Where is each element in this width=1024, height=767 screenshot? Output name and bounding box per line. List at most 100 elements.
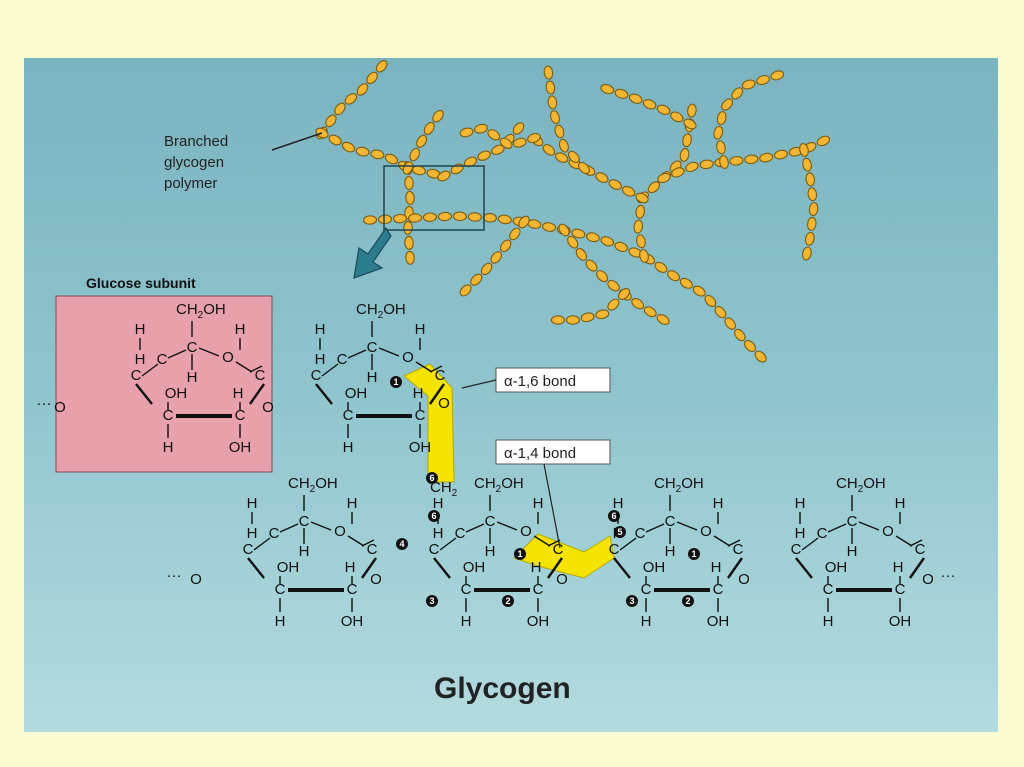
- glucose-bead: [547, 95, 558, 110]
- carbon-3: C: [641, 581, 652, 598]
- glucose-bead: [325, 114, 337, 128]
- carbon-4: C: [243, 541, 254, 558]
- h-atom: H: [531, 559, 542, 576]
- branched-label-line3: polymer: [164, 175, 217, 192]
- carbon-5: C: [187, 339, 198, 356]
- h-atom: H: [163, 439, 174, 456]
- glucose-bead: [550, 315, 565, 325]
- carbon-number: 4: [399, 539, 404, 549]
- glucose-bead: [607, 279, 620, 292]
- alpha14-callout: α-1,4 bond: [495, 439, 611, 549]
- h-atom: H: [347, 495, 358, 512]
- carbon-number-marker: [608, 510, 620, 522]
- glycogen-diagram: Branched glycogen polymer Glucose subuni…: [37, 60, 956, 705]
- glucose-bead: [614, 88, 629, 99]
- glucose-bead: [631, 297, 645, 310]
- h-atom: H: [795, 495, 806, 512]
- glucose-bead: [554, 124, 565, 139]
- alpha16-callout: α-1,6 bond: [461, 367, 611, 393]
- glucose-bead: [617, 287, 631, 301]
- carbon-4: C: [337, 351, 348, 368]
- glycosidic-oxygen: O: [190, 571, 202, 588]
- zoom-arrow: [353, 226, 392, 279]
- hydroxyl: OH: [229, 439, 252, 456]
- hydroxyl: OH: [409, 439, 432, 456]
- glucose-bead: [477, 150, 491, 161]
- carbon-number: 1: [517, 549, 522, 559]
- glucose-bead: [375, 60, 388, 73]
- diagram-title: Glycogen: [434, 672, 571, 705]
- carbon-number-marker: [626, 595, 638, 607]
- glucose-bead: [578, 161, 590, 175]
- glucose-bead: [670, 111, 684, 123]
- glucose-bead: [384, 153, 399, 165]
- hydroxyl: OH: [341, 613, 364, 630]
- carbon-number: 2: [505, 596, 510, 606]
- carbon-number: 6: [611, 511, 616, 521]
- glucose-bead: [392, 213, 408, 224]
- carbon-number-marker: [426, 595, 438, 607]
- glucose-bead: [362, 215, 378, 225]
- h-atom: H: [135, 351, 146, 368]
- carbon-5: C: [847, 513, 858, 530]
- h-atom: H: [247, 495, 258, 512]
- carbon-4: C: [817, 525, 828, 542]
- glycosidic-oxygen: O: [738, 571, 750, 588]
- h-atom: H: [433, 525, 444, 542]
- glucose-bead: [595, 172, 609, 183]
- carbon-2: C: [713, 581, 724, 598]
- carbon-2: C: [533, 581, 544, 598]
- glucose-bead: [719, 155, 729, 169]
- carbon-number: 1: [691, 549, 696, 559]
- glucose-bead: [487, 129, 501, 141]
- glucose-bead: [656, 104, 671, 115]
- h-atom: H: [233, 385, 244, 402]
- glucose-bead: [621, 185, 636, 197]
- ring-oxygen: O: [222, 349, 234, 366]
- ch2oh-group: CH2OH: [288, 475, 338, 495]
- carbon-number-marker: [514, 548, 526, 560]
- carbon-number: 1: [393, 377, 398, 387]
- alpha14-highlight: [513, 533, 615, 579]
- glucose-bead: [731, 87, 744, 100]
- glucose-bead: [571, 228, 586, 239]
- h-atom: H: [367, 369, 378, 386]
- h-atom: H: [413, 385, 424, 402]
- glycosidic-oxygen: O: [54, 399, 66, 416]
- h-atom: H: [613, 495, 624, 512]
- glucose-bead: [687, 103, 697, 118]
- alpha14-label: α-1,4 bond: [504, 445, 576, 462]
- branched-label-line2: glycogen: [164, 154, 224, 171]
- glucose-bead: [585, 232, 600, 243]
- carbon-2: C: [235, 407, 246, 424]
- carbon-2: C: [347, 581, 358, 598]
- glucose-bead: [721, 98, 734, 111]
- glucose-bead: [600, 84, 615, 95]
- hydroxyl: OH: [889, 613, 912, 630]
- carbon-3: C: [461, 581, 472, 598]
- h-atom: H: [641, 613, 652, 630]
- carbon-1: C: [435, 367, 446, 384]
- glucose-bead: [656, 314, 670, 325]
- glucose-bead: [344, 93, 358, 105]
- h-atom: H: [711, 559, 722, 576]
- h-atom: H: [823, 613, 834, 630]
- glucose-subunit-heading: Glucose subunit: [86, 275, 196, 291]
- glucose-bead: [558, 138, 569, 153]
- glucose-bead: [716, 140, 726, 155]
- glucose-bead: [733, 328, 746, 342]
- carbon-4: C: [131, 367, 142, 384]
- bond-highlights: [403, 363, 615, 579]
- h-atom: H: [433, 495, 444, 512]
- branched-polymer-chains: [315, 60, 831, 363]
- ring-oxygen: O: [520, 523, 532, 540]
- glucose-bead: [527, 132, 541, 144]
- glucose-bead: [405, 190, 415, 205]
- glucose-bead: [558, 223, 570, 237]
- glucose-bead: [459, 127, 474, 138]
- glucose-bead: [512, 137, 527, 148]
- glucose-bead: [729, 156, 744, 166]
- carbon-1: C: [553, 541, 564, 558]
- glycosidic-oxygen: O: [262, 399, 274, 416]
- glucose-bead: [490, 251, 503, 264]
